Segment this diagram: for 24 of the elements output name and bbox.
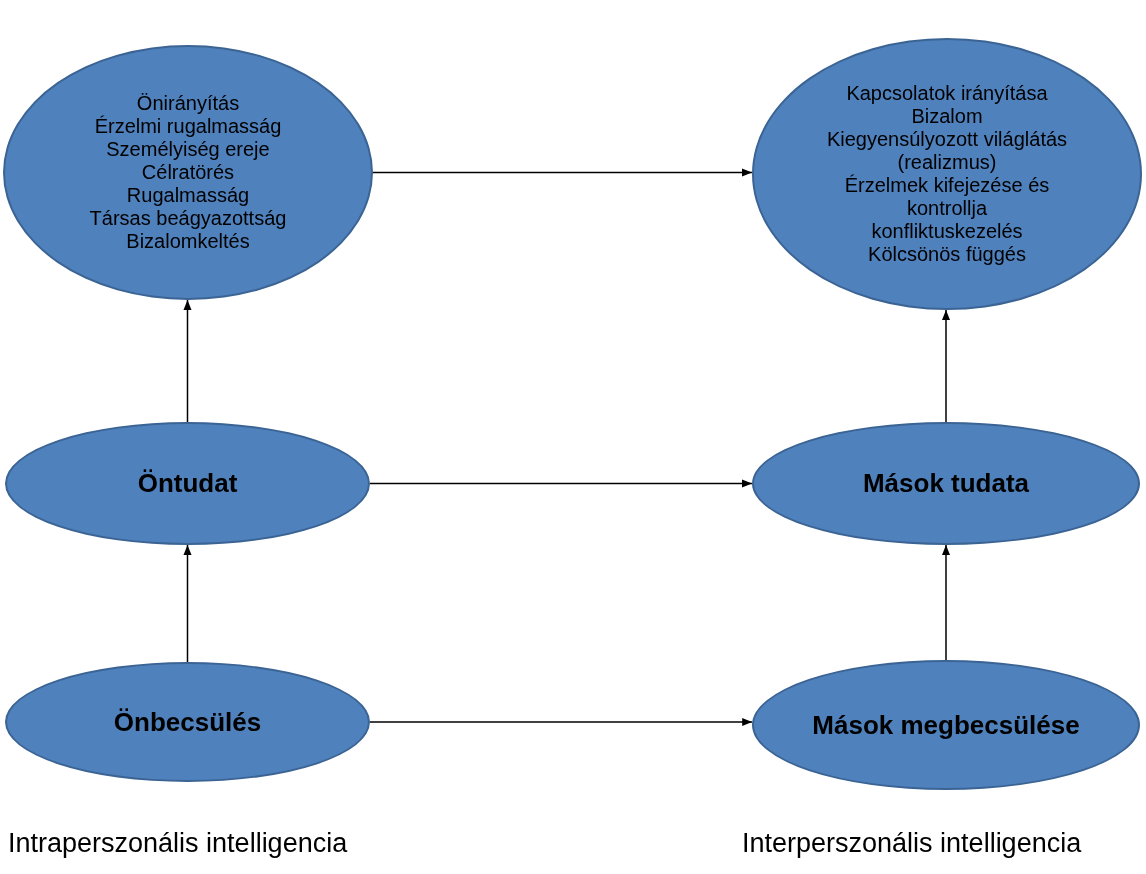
node-text: Bizalomkeltés	[126, 230, 250, 253]
node-text: Kapcsolatok irányítása	[846, 82, 1048, 105]
arrow	[942, 544, 950, 661]
node-text: Mások tudata	[862, 472, 1030, 495]
arrow	[372, 168, 753, 177]
node-text: Mások megbecsülése	[812, 713, 1080, 737]
node-text: Személyiség ereje	[106, 138, 270, 161]
node-text: Kölcsönös függés	[868, 243, 1026, 266]
arrow	[183, 544, 192, 663]
arrow	[183, 299, 192, 423]
arrow	[369, 479, 753, 488]
node-text: Kiegyensúlyozott világlátás (realizmus)	[825, 128, 1069, 174]
node-text: Érzelmi rugalmasság	[94, 115, 282, 138]
node-text: konfliktuskezelés	[871, 220, 1023, 243]
arrow	[942, 309, 950, 423]
caption-label: Interperszonális intelligencia	[742, 828, 1082, 859]
node-text: Bizalom	[911, 105, 983, 128]
node-text: Önbecsülés	[113, 710, 262, 734]
caption-label: Intraperszonális intelligencia	[8, 828, 348, 859]
node-text: Rugalmasság	[126, 184, 250, 207]
node-text: Önirányítás	[136, 92, 240, 115]
node-text: Célratörés	[141, 161, 235, 184]
arrow	[369, 718, 753, 726]
node-text: Társas beágyazottság	[89, 207, 287, 230]
